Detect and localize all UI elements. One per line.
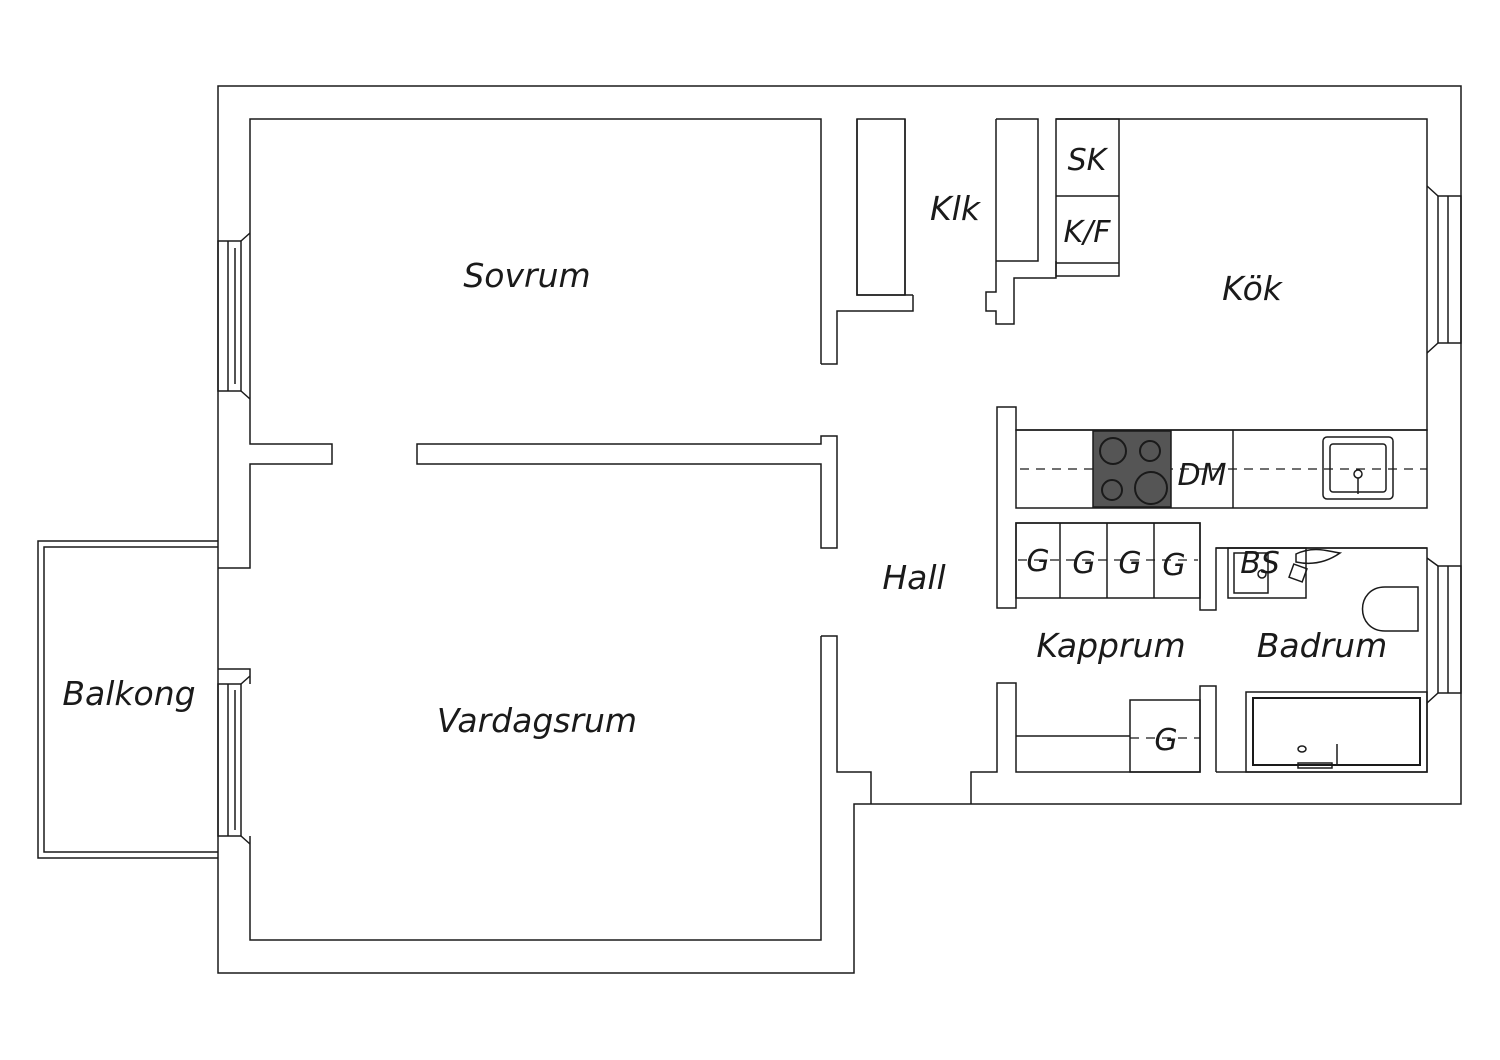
- bathroom-fan: [1295, 548, 1343, 565]
- kitchen-sink: [1322, 436, 1394, 500]
- room-label-badrum: Badrum: [1257, 626, 1387, 665]
- fixture-label-g-3: G: [1118, 546, 1141, 581]
- sovrum-window-splay: [240, 232, 251, 400]
- badrum-window-splay: [1426, 557, 1439, 704]
- sovrum-walls: [218, 118, 822, 569]
- fixture-label-bs: BS: [1240, 546, 1280, 581]
- washbasin-inner: [1233, 552, 1269, 594]
- room-label-sovrum: Sovrum: [463, 256, 590, 295]
- sovrum-window: [217, 240, 242, 392]
- sovrum-partition: [416, 435, 838, 549]
- room-label-kok: Kök: [1222, 269, 1284, 308]
- kok-window-splay: [1426, 185, 1439, 354]
- fixture-label-kf: K/F: [1063, 215, 1111, 250]
- fridge-block: [1055, 118, 1120, 277]
- fixture-label-g-4: G: [1162, 548, 1185, 583]
- room-label-kapprum: Kapprum: [1036, 626, 1185, 665]
- fixture-label-sk: SK: [1068, 143, 1109, 178]
- room-label-balkong: Balkong: [62, 674, 195, 713]
- vardagsrum-window: [217, 683, 242, 837]
- fixture-label-g-5: G: [1154, 723, 1177, 758]
- sovrum-right-wall: [821, 295, 914, 365]
- toilet: [1361, 586, 1419, 632]
- stove-plate-4: [1134, 471, 1168, 505]
- outer-wall: [217, 85, 1462, 974]
- room-label-hall: Hall: [882, 558, 945, 597]
- vardagsrum-left: [218, 668, 251, 684]
- balcony-rail: [43, 546, 218, 853]
- stove-plate-2: [1139, 440, 1161, 462]
- fixture-label-g-2: G: [1072, 546, 1095, 581]
- stove-plate-1: [1099, 437, 1127, 465]
- balcony: [37, 540, 218, 859]
- vardagsrum-inner: [249, 636, 822, 941]
- vardagsrum-window-splay: [240, 675, 251, 845]
- kitchen-sink-drain: [1353, 469, 1363, 479]
- wardrobe-row: [1015, 522, 1201, 599]
- bathroom-cabinet: [1288, 563, 1308, 583]
- badrum-window: [1437, 565, 1462, 694]
- room-label-vardagsrum: Vardagsrum: [437, 701, 637, 740]
- kok-walls: [996, 118, 1428, 611]
- bathtub-drain: [1297, 745, 1307, 753]
- stove-plate-3: [1101, 479, 1123, 501]
- fixture-label-dm: DM: [1178, 458, 1227, 493]
- kok-window: [1437, 195, 1462, 344]
- bathtub-inner: [1252, 697, 1421, 766]
- kapprum-lower-walls: [970, 682, 1217, 804]
- fixture-label-g-1: G: [1026, 544, 1049, 579]
- bathtub-mixer: [1297, 762, 1333, 769]
- klk-shelf: [856, 118, 906, 296]
- bathtub: [1245, 691, 1428, 773]
- room-label-klk: Klk: [930, 189, 982, 228]
- klk-walls: [856, 118, 1057, 325]
- washbasin-drain: [1257, 569, 1267, 579]
- vardagsrum-walls: [821, 635, 872, 804]
